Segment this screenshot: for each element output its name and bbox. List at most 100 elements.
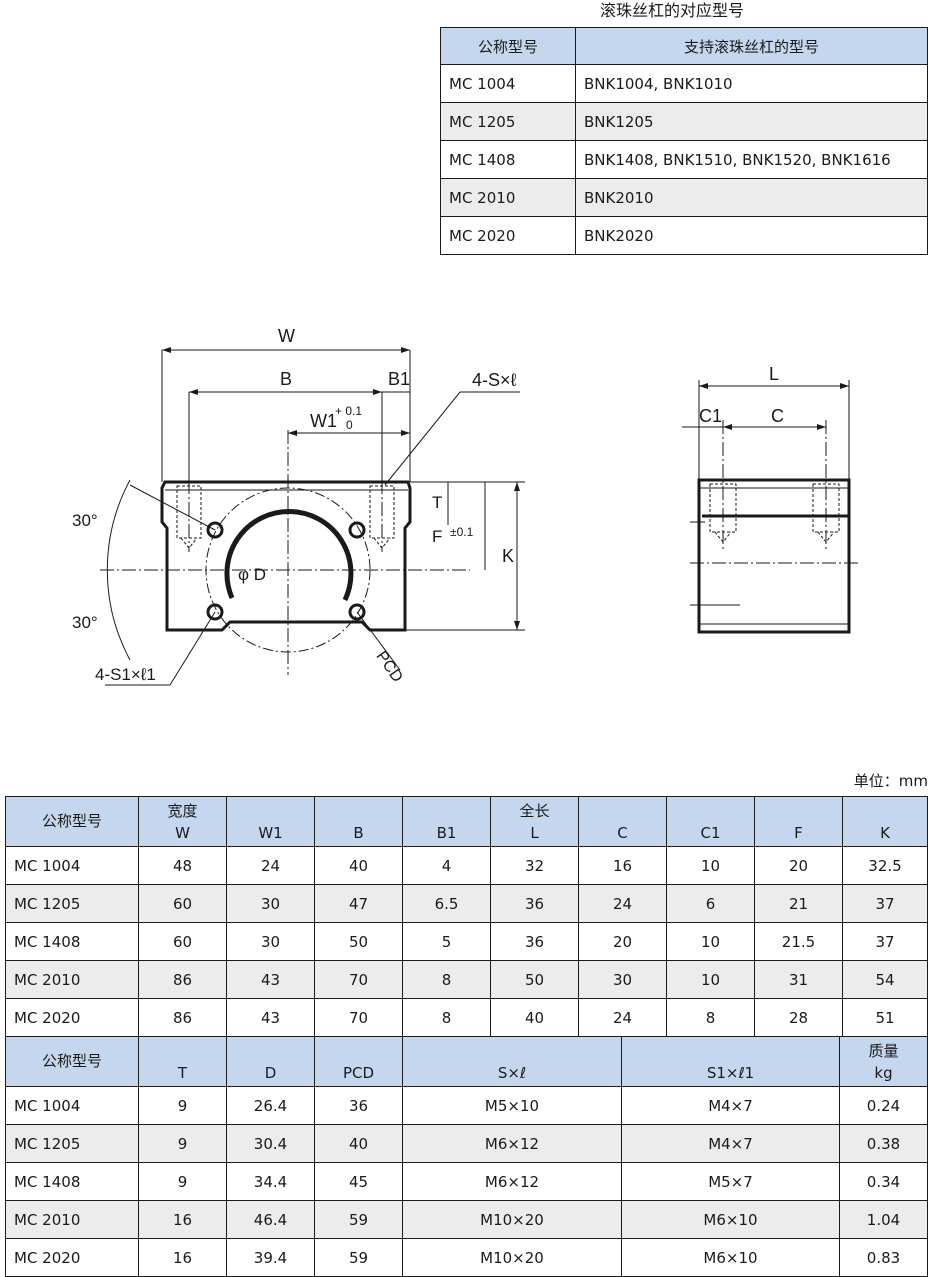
value-cell: 50 xyxy=(490,960,579,999)
value-cell: M4×7 xyxy=(621,1124,840,1163)
compat-model-cell: MC 1205 xyxy=(440,102,576,141)
value-cell: 70 xyxy=(314,960,403,999)
dims2-header-cell: 公称型号 xyxy=(5,1036,139,1087)
compat-header-screws: 支持滚珠丝杠的型号 xyxy=(575,27,928,65)
value-cell: 0.34 xyxy=(839,1162,928,1201)
value-cell: 10 xyxy=(666,922,755,961)
dims2-header-main: S1×ℓ1 xyxy=(706,1064,755,1082)
value-cell: 21.5 xyxy=(754,922,843,961)
model-cell: MC 2020 xyxy=(5,998,139,1037)
compat-screw-cell: BNK2010 xyxy=(575,178,928,217)
dims1-header-cell: 公称型号 xyxy=(5,796,139,847)
value-cell: 6 xyxy=(666,884,755,923)
model-cell: MC 1408 xyxy=(5,1162,139,1201)
label-C: C xyxy=(771,406,784,426)
value-cell: 10 xyxy=(666,960,755,999)
dims2-header-cell: PCD xyxy=(314,1036,403,1087)
value-cell: 26.4 xyxy=(226,1086,315,1125)
value-cell: 20 xyxy=(578,922,667,961)
label-L: L xyxy=(769,364,779,384)
dims2-header-cell: S1×ℓ1 xyxy=(621,1036,840,1087)
value-cell: 0.38 xyxy=(839,1124,928,1163)
compat-model-cell: MC 1408 xyxy=(440,140,576,179)
label-PCD: PCD xyxy=(372,648,405,685)
bore-arc xyxy=(224,509,354,602)
model-cell: MC 1205 xyxy=(5,884,139,923)
value-cell: 5 xyxy=(402,922,491,961)
dims1-header-main: L xyxy=(530,824,539,842)
model-cell: MC 1004 xyxy=(5,846,139,885)
unit-label: 单位：mm xyxy=(853,772,928,790)
hole-top-right xyxy=(348,521,366,539)
dims1-header-main: B1 xyxy=(436,824,457,842)
value-cell: 9 xyxy=(138,1162,227,1201)
label-W1-tol-lower: 0 xyxy=(346,418,353,432)
value-cell: M5×7 xyxy=(621,1162,840,1201)
front-view-outline xyxy=(160,480,412,632)
dims1-header-cell: C1 xyxy=(666,796,755,847)
label-W: W xyxy=(278,326,295,346)
value-cell: 50 xyxy=(314,922,403,961)
compat-header-row: 公称型号 支持滚珠丝杠的型号 xyxy=(440,27,928,65)
dims1-header-cell: B xyxy=(314,796,403,847)
dims1-header-main: F xyxy=(794,824,803,842)
value-cell: 30 xyxy=(226,884,315,923)
dims2-header-main: T xyxy=(177,1064,188,1082)
label-F-tol: ±0.1 xyxy=(450,525,474,539)
compat-model-cell: MC 2020 xyxy=(440,216,576,255)
value-cell: 60 xyxy=(138,922,227,961)
value-cell: M6×10 xyxy=(621,1200,840,1239)
dims2-header-main: PCD xyxy=(342,1064,375,1082)
label-T: T xyxy=(432,493,442,512)
compat-table-title: 滚珠丝杠的对应型号 xyxy=(600,1,745,20)
value-cell: 60 xyxy=(138,884,227,923)
model-cell: MC 2010 xyxy=(5,960,139,999)
value-cell: 28 xyxy=(754,998,843,1037)
label-F: F xyxy=(432,527,442,546)
dims2-header-main: kg xyxy=(874,1064,893,1082)
value-cell: M4×7 xyxy=(621,1086,840,1125)
value-cell: 8 xyxy=(402,998,491,1037)
value-cell: 32.5 xyxy=(842,846,928,885)
value-cell: 46.4 xyxy=(226,1200,315,1239)
dims1-header-cell: C xyxy=(578,796,667,847)
label-C1: C1 xyxy=(699,406,722,426)
dims1-header-top: 宽度 xyxy=(167,802,198,820)
side-view-outline xyxy=(697,478,851,634)
label-angle-top: 30° xyxy=(72,511,98,530)
value-cell: 32 xyxy=(490,846,579,885)
label-K: K xyxy=(502,546,514,566)
label-S1-hole: 4-S1×ℓ1 xyxy=(95,665,156,684)
value-cell: 43 xyxy=(226,998,315,1037)
value-cell: 16 xyxy=(578,846,667,885)
dims1-header-main: C xyxy=(617,824,628,842)
label-angle-bottom: 30° xyxy=(72,613,98,632)
value-cell: 20 xyxy=(754,846,843,885)
value-cell: 37 xyxy=(842,922,928,961)
label-W1: W1 xyxy=(310,411,337,431)
dims2-header-top: 质量 xyxy=(868,1042,899,1060)
dims2-header-cell: S×ℓ xyxy=(402,1036,622,1087)
compat-screw-cell: BNK1205 xyxy=(575,102,928,141)
label-S-hole: 4-S×ℓ xyxy=(472,370,517,390)
value-cell: 4 xyxy=(402,846,491,885)
hole-top-left xyxy=(206,521,224,539)
dims2-header-cell: D xyxy=(226,1036,315,1087)
value-cell: 86 xyxy=(138,998,227,1037)
